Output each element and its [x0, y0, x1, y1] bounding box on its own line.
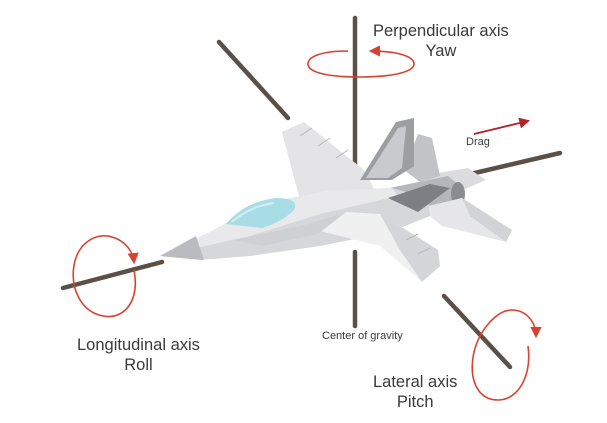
upper-wing — [282, 122, 378, 200]
drag-label: Drag — [466, 136, 490, 148]
lateral-axis-name: Lateral axis — [373, 373, 458, 391]
longitudinal-axis-front — [60, 259, 165, 291]
cockpit-canopy — [226, 198, 296, 228]
lateral-axis-lower — [441, 293, 513, 370]
center-of-gravity-label: Center of gravity — [322, 330, 403, 342]
pitch-rotation-arrow — [471, 309, 542, 401]
right-stabilizer — [420, 198, 512, 242]
perpendicular-axis-label: Perpendicular axis Yaw — [373, 21, 509, 61]
pitch-label: Pitch — [396, 393, 434, 412]
lateral-axis-upper — [216, 39, 291, 121]
drag-arrow — [473, 117, 531, 135]
roll-rotation-arrow — [72, 235, 139, 318]
fighter-jet-illustration — [160, 118, 512, 282]
yaw-rotation-arrow — [307, 45, 415, 78]
longitudinal-axis-rear — [459, 150, 563, 179]
roll-label: Roll — [124, 356, 153, 375]
perpendicular-axis-name: Perpendicular axis — [373, 22, 509, 40]
fuselage — [160, 188, 430, 260]
lateral-axis-label: Lateral axis Pitch — [373, 372, 457, 412]
yaw-label: Yaw — [425, 42, 457, 61]
longitudinal-axis-name: Longitudinal axis — [77, 336, 200, 354]
vertical-tail-rear — [404, 134, 440, 182]
axis-lines-front — [60, 249, 513, 370]
nose-cone — [160, 236, 204, 260]
longitudinal-axis-label: Longitudinal axis Roll — [77, 335, 200, 375]
